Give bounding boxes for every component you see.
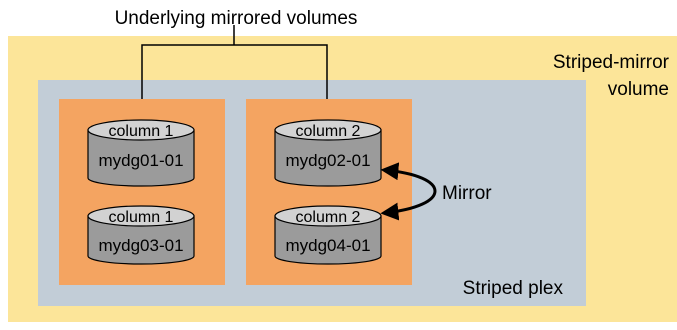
striped-mirror-volume-label-line1: Striped-mirror — [553, 52, 670, 73]
disk-mydg03-01: column 1 mydg03-01 — [87, 205, 195, 265]
disk-name-label: mydg01-01 — [98, 151, 183, 170]
mirror-label: Mirror — [442, 183, 492, 204]
disk-mydg01-01: column 1 mydg01-01 — [87, 119, 195, 187]
disk-mydg02-01: column 2 mydg02-01 — [274, 119, 382, 187]
disk-name-label: mydg02-01 — [285, 151, 370, 170]
striped-plex-label: Striped plex — [463, 278, 564, 299]
diagram-title: Underlying mirrored volumes — [115, 8, 358, 29]
disk-column-label: column 2 — [296, 123, 361, 140]
disk-mydg04-01: column 2 mydg04-01 — [274, 205, 382, 265]
mirror-arrow — [380, 162, 437, 221]
disk-name-label: mydg03-01 — [98, 236, 183, 255]
title-connector — [141, 25, 328, 99]
disk-column-label: column 2 — [296, 209, 361, 226]
disk-name-label: mydg04-01 — [285, 236, 370, 255]
disk-column-label: column 1 — [109, 123, 174, 140]
striped-mirror-volume-label-line2: volume — [608, 79, 669, 100]
disk-column-label: column 1 — [109, 209, 174, 226]
